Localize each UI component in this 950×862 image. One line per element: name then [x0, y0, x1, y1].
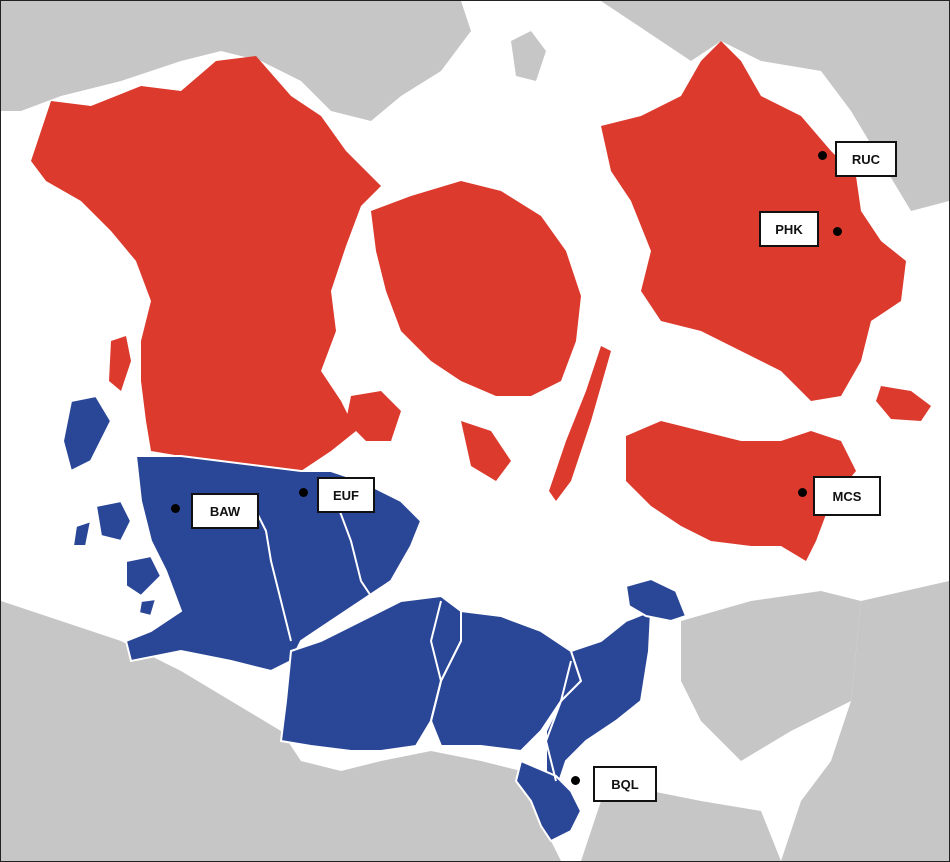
- land-northeast: [601, 1, 949, 211]
- label-bql: BQL: [593, 766, 657, 802]
- label-baw: BAW: [191, 493, 259, 529]
- label-ruc: RUC: [835, 141, 897, 177]
- red-regions: [31, 41, 931, 561]
- region-langeland: [549, 346, 611, 501]
- region-funen: [371, 181, 581, 396]
- region-funen-south-isles: [346, 391, 511, 481]
- region-north-island: [624, 577, 688, 623]
- label-euf: EUF: [317, 477, 375, 513]
- region-east-tip: [876, 386, 931, 421]
- region-zealand: [601, 41, 906, 401]
- land-south: [1, 601, 561, 861]
- marker-dot-mcs: [798, 488, 807, 497]
- region-jutland: [31, 56, 381, 471]
- region-lolland-falster: [626, 421, 856, 561]
- region-south-tip: [514, 759, 583, 843]
- marker-dot-euf: [299, 488, 308, 497]
- label-phk: PHK: [759, 211, 819, 247]
- land-south-center: [581, 791, 781, 861]
- land-southeast-strip: [681, 591, 861, 761]
- label-mcs: MCS: [813, 476, 881, 516]
- land-east: [781, 581, 949, 861]
- marker-dot-bql: [571, 776, 580, 785]
- region-mecklenburg: [545, 609, 653, 794]
- marker-dot-ruc: [818, 151, 827, 160]
- land-northwest: [1, 1, 471, 121]
- region-jutland-west-islet: [109, 336, 131, 391]
- marker-dot-phk: [833, 227, 842, 236]
- land-island-north: [511, 31, 546, 81]
- region-west-islands: [61, 394, 163, 618]
- marker-dot-baw: [171, 504, 180, 513]
- internal-borders: [250, 500, 572, 782]
